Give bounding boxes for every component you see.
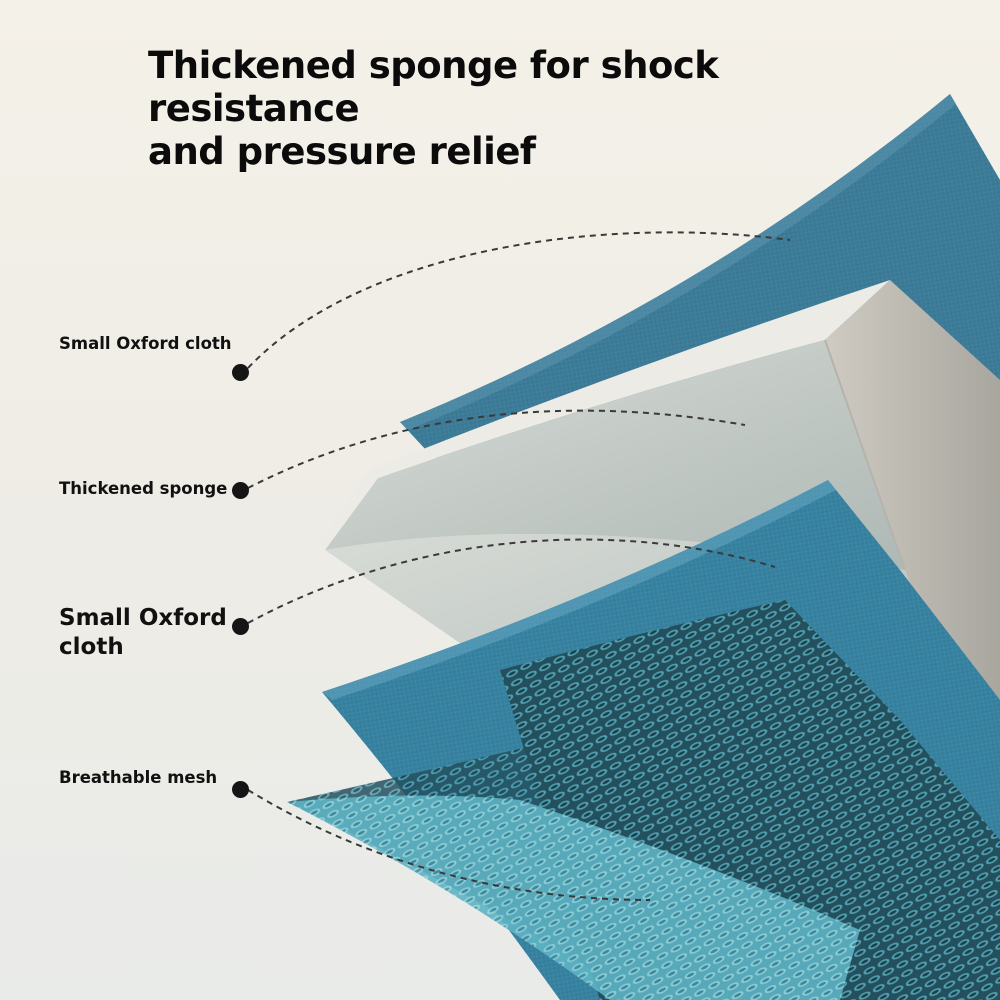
leader-line-sponge: [247, 409, 746, 489]
callout-dot-sponge: [232, 482, 249, 499]
headline-line-2: and pressure relief: [148, 130, 536, 173]
callout-dot-oxford-bottom: [232, 618, 249, 635]
leader-line-oxford-top: [247, 231, 791, 369]
label-breathable-mesh: Breathable mesh: [59, 768, 218, 787]
leader-line-oxford-bottom: [247, 538, 776, 624]
headline: Thickened sponge for shock resistance an…: [148, 44, 908, 173]
leader-lines: [247, 231, 791, 901]
headline-line-1: Thickened sponge for shock resistance: [148, 44, 719, 130]
label-thickened-sponge: Thickened sponge: [59, 479, 228, 498]
label-oxford-cloth-top: Small Oxford cloth: [59, 334, 232, 353]
leader-line-mesh: [247, 789, 651, 901]
callout-dot-mesh: [232, 781, 249, 798]
callout-dot-oxford-top: [232, 364, 249, 381]
label-oxford-cloth-bottom: Small Oxford cloth: [59, 605, 227, 660]
breathable-mesh-layer: [287, 600, 1000, 1000]
